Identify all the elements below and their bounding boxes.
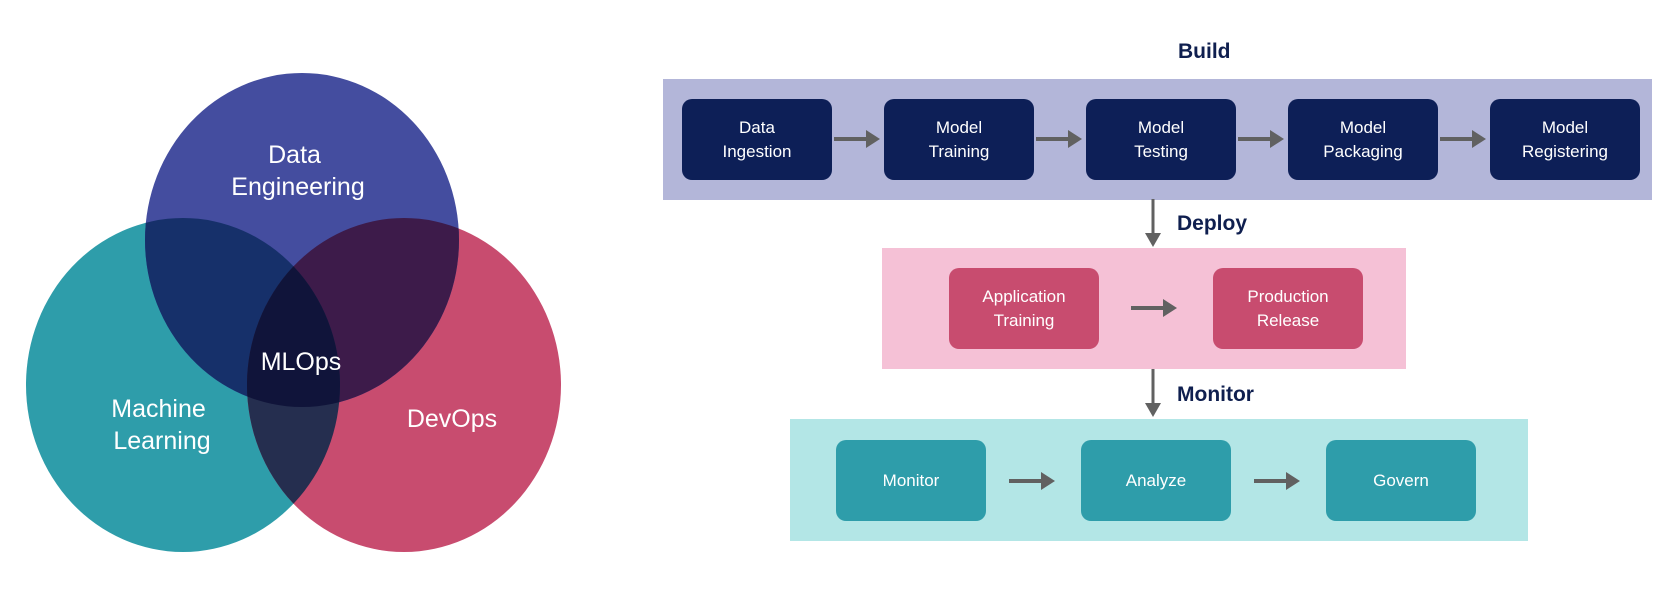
- venn-label-machine-learning: Machine Learning: [111, 395, 212, 455]
- arrow-down-icon: [1145, 369, 1161, 417]
- stage-model-training: Model Training: [884, 99, 1034, 180]
- stage-model-testing: Model Testing: [1086, 99, 1236, 180]
- stage-model-packaging: Model Packaging: [1288, 99, 1438, 180]
- stage-application-training: Application Training: [949, 268, 1099, 349]
- stage-monitor: Monitor: [836, 440, 986, 521]
- venn-label-data-engineering: Data Engineering: [231, 141, 364, 201]
- section-title-deploy: Deploy: [1177, 212, 1248, 235]
- stage-analyze: Analyze: [1081, 440, 1231, 521]
- stage-govern: Govern: [1326, 440, 1476, 521]
- arrow-right-icon: [1009, 472, 1055, 490]
- section-title-build: Build: [1178, 40, 1231, 63]
- section-title-monitor: Monitor: [1177, 383, 1254, 406]
- arrow-right-icon: [834, 130, 880, 148]
- arrow-right-icon: [1036, 130, 1082, 148]
- arrow-right-icon: [1254, 472, 1300, 490]
- stage-data-ingestion: Data Ingestion: [682, 99, 832, 180]
- arrow-right-icon: [1238, 130, 1284, 148]
- venn-label-devops: DevOps: [407, 405, 497, 433]
- arrow-right-icon: [1131, 299, 1177, 317]
- arrow-right-icon: [1440, 130, 1486, 148]
- arrow-down-icon: [1145, 199, 1161, 247]
- stage-production-release: Production Release: [1213, 268, 1363, 349]
- venn-label-mlops: MLOps: [261, 348, 342, 376]
- stage-model-registering: Model Registering: [1490, 99, 1640, 180]
- mlops-venn-diagram: Data Engineering Machine Learning DevOps…: [26, 73, 561, 552]
